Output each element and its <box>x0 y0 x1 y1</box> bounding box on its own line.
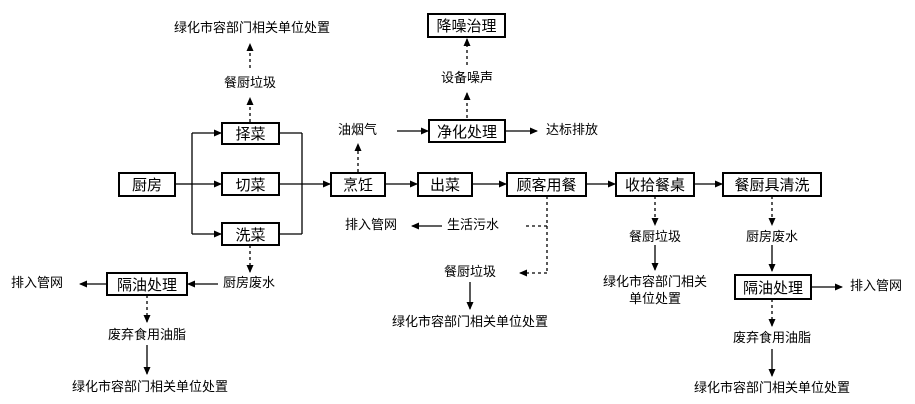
label-kitchen-waste-right: 餐厨垃圾 <box>628 230 682 245</box>
label-standard-discharge: 达标排放 <box>546 123 599 138</box>
label-sewer-left: 排入管网 <box>11 276 64 291</box>
label-waste-oil-left: 废弃食用油脂 <box>107 328 187 343</box>
node-serve-dishes: 出菜 <box>417 172 473 197</box>
node-cooking: 烹饪 <box>330 172 386 197</box>
node-clear-tables: 收拾餐桌 <box>615 172 695 197</box>
label-sewer-right: 排入管网 <box>850 279 903 294</box>
label-green-dept-mid: 绿化市容部门相关单位处置 <box>391 315 549 330</box>
node-purification: 净化处理 <box>428 119 506 143</box>
node-pick-vegetables: 择菜 <box>221 122 280 145</box>
label-green-dept-left: 绿化市容部门相关单位处置 <box>71 380 229 395</box>
node-noise-control: 降噪治理 <box>427 13 506 38</box>
node-cut-vegetables: 切菜 <box>221 172 280 196</box>
node-customer-dining: 顾客用餐 <box>506 172 587 197</box>
label-equipment-noise: 设备噪声 <box>440 71 494 86</box>
label-green-dept-right-line1: 绿化市容部门相关 <box>602 275 708 290</box>
label-green-dept-bottom-right: 绿化市容部门相关单位处置 <box>693 381 851 396</box>
node-wash-utensils: 餐厨具清洗 <box>722 172 822 197</box>
label-kitchen-waste-mid: 餐厨垃圾 <box>444 265 497 280</box>
label-green-dept-top: 绿化市容部门相关单位处置 <box>173 21 331 36</box>
label-oil-smoke: 油烟气 <box>338 123 378 138</box>
node-wash-vegetables: 洗菜 <box>221 222 280 246</box>
label-domestic-sewage: 生活污水 <box>447 218 500 233</box>
node-kitchen: 厨房 <box>118 172 176 197</box>
node-oil-separation-left: 隔油处理 <box>106 272 188 296</box>
label-waste-oil-right: 废弃食用油脂 <box>732 331 812 346</box>
label-kitchen-wastewater-left: 厨房废水 <box>223 276 276 291</box>
label-sewer-mid: 排入管网 <box>345 218 398 233</box>
label-kitchen-wastewater-right: 厨房废水 <box>745 230 799 245</box>
node-oil-separation-right: 隔油处理 <box>734 274 812 300</box>
label-green-dept-right-line2: 单位处置 <box>628 292 682 307</box>
label-kitchen-waste-top: 餐厨垃圾 <box>223 76 277 91</box>
